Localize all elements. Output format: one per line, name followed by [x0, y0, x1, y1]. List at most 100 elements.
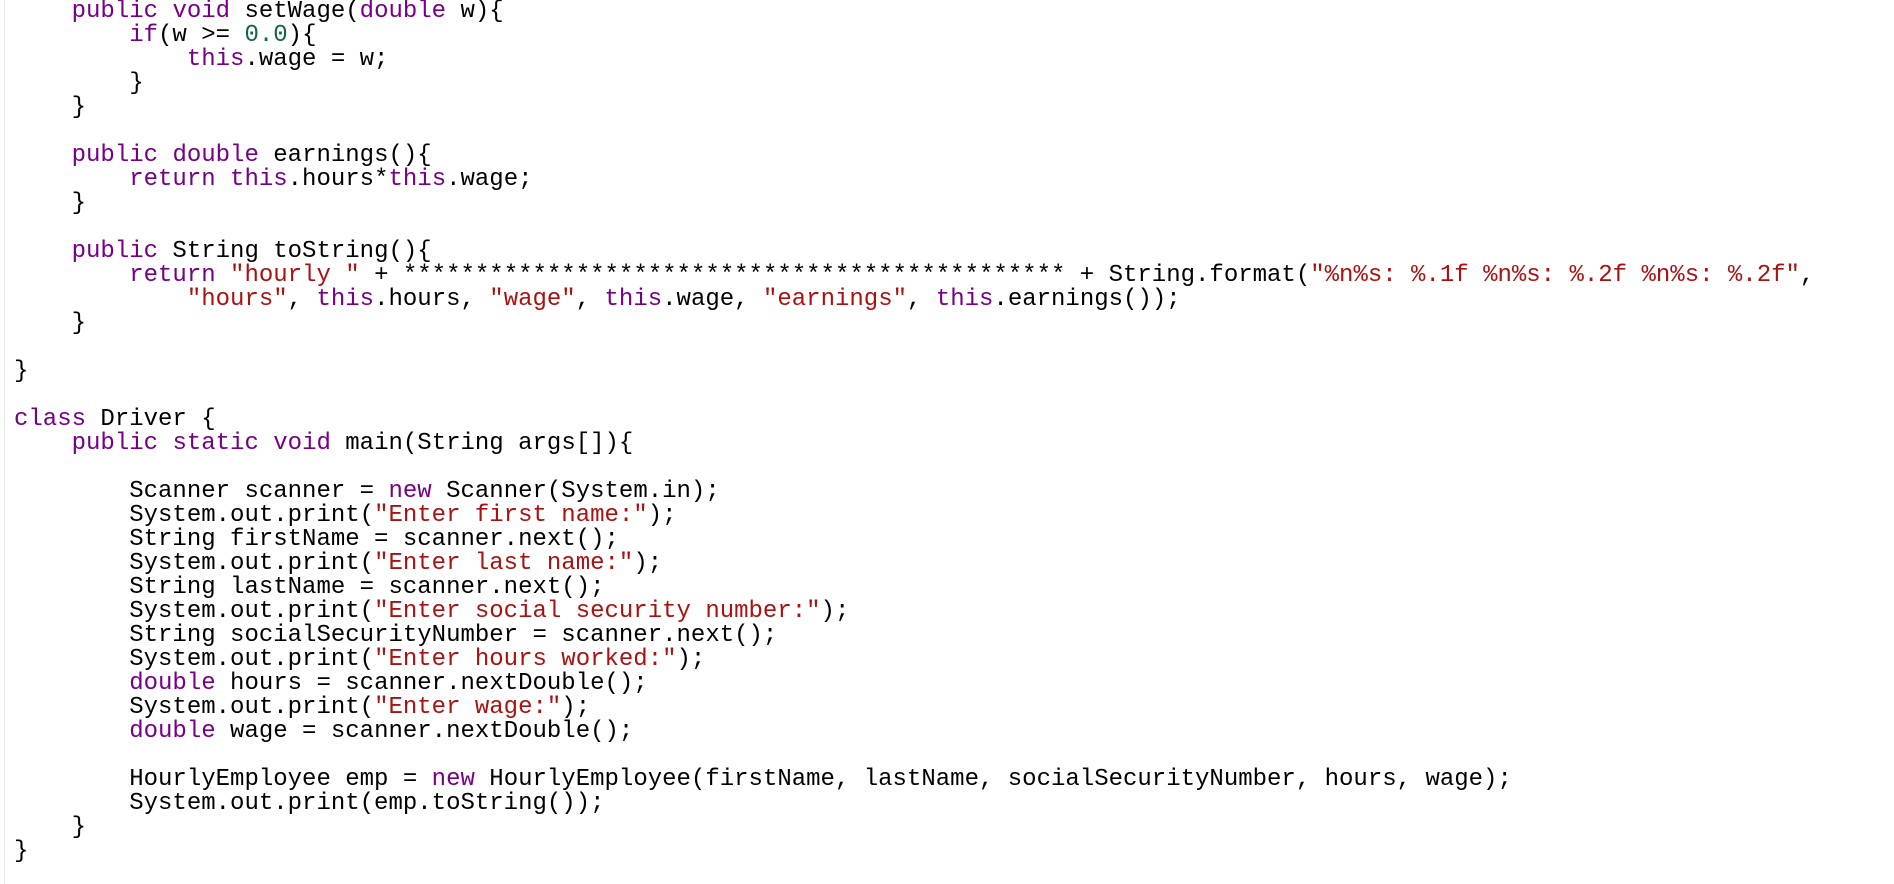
code-line[interactable]: public void setWage(double w){	[14, 0, 1814, 24]
code-string: "Enter wage:"	[374, 694, 562, 721]
code-line[interactable]: Scanner scanner = new Scanner(System.in)…	[14, 480, 1814, 504]
code-text	[216, 262, 230, 289]
code-line[interactable]: "hours", this.hours, "wage", this.wage, …	[14, 288, 1814, 312]
code-text: String toString(){	[158, 238, 432, 265]
code-line[interactable]: }	[14, 360, 1814, 384]
code-text: System.out.print(	[14, 550, 375, 577]
code-line[interactable]: String lastName = scanner.next();	[14, 576, 1814, 600]
code-text: System.out.print(	[14, 646, 375, 673]
code-keyword: public	[71, 238, 159, 265]
code-text: );	[633, 550, 663, 577]
code-keyword: if	[129, 22, 159, 49]
code-string: "wage"	[489, 286, 576, 313]
code-line[interactable]	[14, 456, 1814, 480]
code-text	[14, 142, 72, 169]
code-text: setWage(	[230, 0, 360, 25]
code-line[interactable]: }	[14, 816, 1814, 840]
code-line[interactable]: double wage = scanner.nextDouble();	[14, 720, 1814, 744]
code-keyword: this	[388, 166, 447, 193]
code-text	[14, 718, 129, 745]
code-text: wage = scanner.nextDouble();	[215, 718, 634, 745]
code-text: w){	[446, 0, 504, 25]
code-line[interactable]: HourlyEmployee emp = new HourlyEmployee(…	[14, 768, 1814, 792]
code-keyword: this	[316, 286, 375, 313]
code-line[interactable]: }	[14, 96, 1814, 120]
code-text: Scanner scanner =	[14, 478, 389, 505]
code-line[interactable]: return this.hours*this.wage;	[14, 168, 1814, 192]
code-line[interactable]: class Driver {	[14, 408, 1814, 432]
code-line[interactable]	[14, 336, 1814, 360]
code-line[interactable]: public double earnings(){	[14, 144, 1814, 168]
code-line[interactable]: String socialSecurityNumber = scanner.ne…	[14, 624, 1814, 648]
code-keyword: this	[230, 166, 288, 193]
code-line[interactable]: }	[14, 312, 1814, 336]
code-string: "earnings"	[762, 286, 907, 313]
code-line[interactable]: return "hourly " + *********************…	[14, 264, 1814, 288]
code-line[interactable]: System.out.print("Enter last name:");	[14, 552, 1814, 576]
code-line[interactable]: }	[14, 192, 1814, 216]
code-text: .earnings());	[993, 286, 1181, 313]
code-text: HourlyEmployee emp =	[14, 766, 432, 793]
code-text: );	[676, 646, 706, 673]
code-line[interactable]	[14, 120, 1814, 144]
code-line[interactable]: System.out.print("Enter first name:");	[14, 504, 1814, 528]
code-keyword: new	[431, 766, 475, 793]
code-text: Driver {	[86, 406, 216, 433]
code-text: Scanner(System.in);	[431, 478, 720, 505]
code-keyword: class	[14, 406, 87, 433]
code-keyword: double	[129, 670, 216, 697]
code-string: "Enter hours worked:"	[374, 646, 677, 673]
code-line[interactable]: System.out.print("Enter social security …	[14, 600, 1814, 624]
code-keyword: this	[935, 286, 994, 313]
code-string: "hourly "	[230, 262, 360, 289]
code-text: System.out.print(	[14, 502, 375, 529]
code-keyword: void	[273, 430, 331, 457]
code-line[interactable]: public static void main(String args[]){	[14, 432, 1814, 456]
code-text	[259, 430, 273, 457]
code-text: main(String args[]){	[330, 430, 634, 457]
code-line[interactable]: System.out.print(emp.toString());	[14, 792, 1814, 816]
code-text: ,	[1799, 262, 1815, 289]
code-line[interactable]: System.out.print("Enter wage:");	[14, 696, 1814, 720]
code-line[interactable]: public String toString(){	[14, 240, 1814, 264]
code-line[interactable]: String firstName = scanner.next();	[14, 528, 1814, 552]
code-string: "hours"	[186, 286, 288, 313]
code-line[interactable]	[14, 216, 1814, 240]
code-text: .wage;	[446, 166, 533, 193]
code-line[interactable]: if(w >= 0.0){	[14, 24, 1814, 48]
code-text: String socialSecurityNumber = scanner.ne…	[14, 622, 778, 649]
code-line[interactable]	[14, 744, 1814, 768]
code-text: earnings(){	[258, 142, 432, 169]
code-keyword: return	[129, 262, 216, 289]
code-text: }	[14, 814, 87, 841]
code-line[interactable]: }	[14, 72, 1814, 96]
code-text: System.out.print(	[14, 694, 375, 721]
code-text: String lastName = scanner.next();	[14, 574, 605, 601]
code-text: ,	[287, 286, 317, 313]
code-text: .hours,	[374, 286, 490, 313]
code-line[interactable]: this.wage = w;	[14, 48, 1814, 72]
code-text	[158, 430, 172, 457]
code-string: "Enter last name:"	[374, 550, 634, 577]
code-text: .wage = w;	[244, 46, 389, 73]
code-keyword: void	[172, 0, 231, 25]
code-text: System.out.print(	[14, 598, 375, 625]
code-keyword: double	[172, 142, 259, 169]
code-line[interactable]: System.out.print("Enter hours worked:");	[14, 648, 1814, 672]
code-text: }	[14, 190, 87, 217]
code-text: );	[647, 502, 677, 529]
code-string: "Enter first name:"	[374, 502, 648, 529]
code-keyword: public	[71, 0, 159, 25]
code-line[interactable]: double hours = scanner.nextDouble();	[14, 672, 1814, 696]
code-line[interactable]	[14, 384, 1814, 408]
code-text: ){	[287, 22, 317, 49]
code-keyword: static	[172, 430, 259, 457]
code-string: "%n%s: %.1f %n%s: %.2f %n%s: %.2f"	[1310, 262, 1800, 289]
code-keyword: double	[129, 718, 216, 745]
code-text	[14, 670, 129, 697]
code-text: hours = scanner.nextDouble();	[215, 670, 648, 697]
code-area[interactable]: public void setWage(double w){ if(w >= 0…	[14, 0, 1814, 864]
code-line[interactable]: }	[14, 840, 1814, 864]
code-text	[158, 142, 172, 169]
